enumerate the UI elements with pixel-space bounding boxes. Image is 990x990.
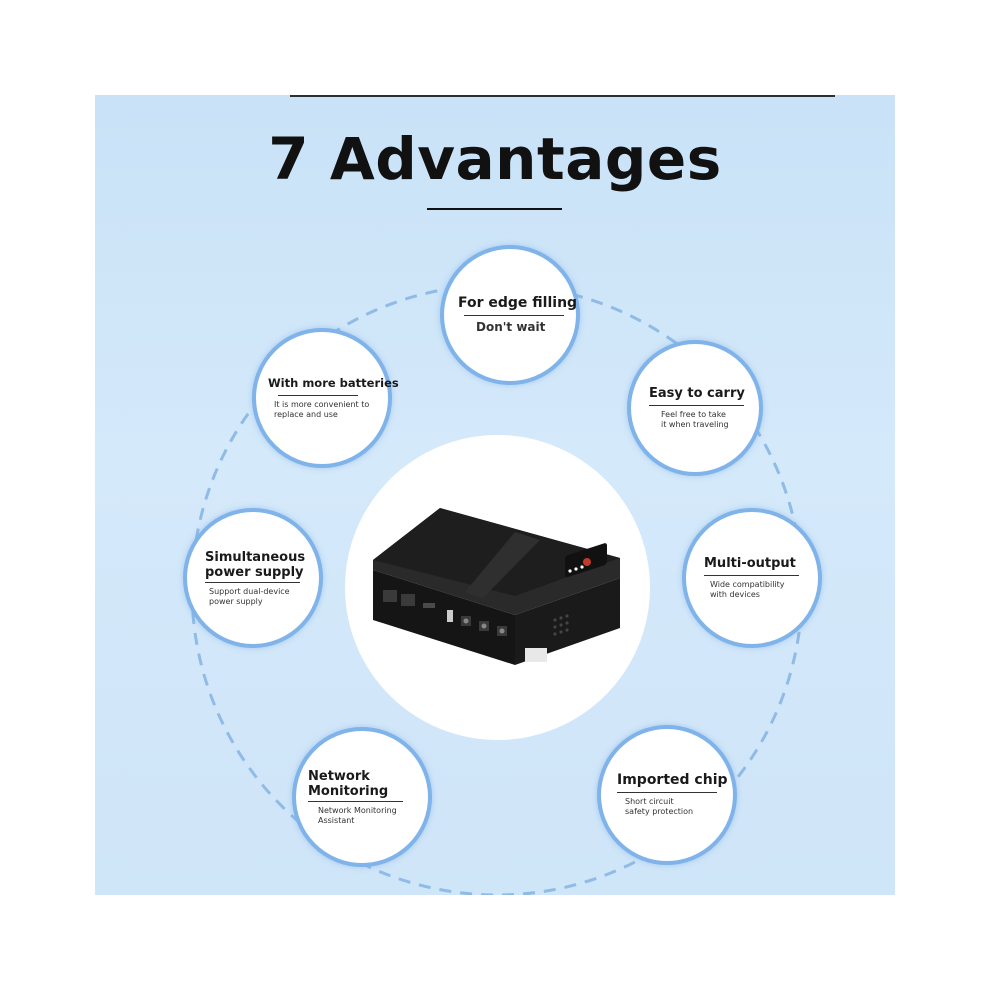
advantage-heading-line2: Monitoring <box>308 783 389 799</box>
advantage-detail-line1: Wide compatibility <box>710 580 785 589</box>
advantage-bubble-edge-filling: For edge filling Don't wait <box>440 245 580 385</box>
advantage-detail-line1: Feel free to take <box>661 410 726 419</box>
advantage-detail-line1: Short circuit <box>625 797 674 806</box>
advantage-heading-line1: Simultaneous <box>205 549 306 565</box>
advantage-bubble-more-batteries: With more batteries It is more convenien… <box>252 328 399 468</box>
advantage-detail-line1: Support dual-device <box>209 586 290 596</box>
advantage-heading: Multi-output <box>704 556 796 571</box>
advantage-bubble-easy-to-carry: Easy to carry Feel free to take it when … <box>627 340 763 476</box>
advantage-detail-line2: it when traveling <box>661 420 729 429</box>
advantage-heading: With more batteries <box>268 376 399 390</box>
advantage-heading-line1: Network <box>308 768 370 784</box>
advantage-heading-line2: power supply <box>205 564 304 580</box>
advantage-heading: Imported chip <box>617 772 728 788</box>
advantage-detail-line1: Network Monitoring <box>318 805 397 815</box>
advantage-detail-line2: power supply <box>209 596 263 606</box>
advantage-bubble-multi-output: Multi-output Wide compatibility with dev… <box>682 508 822 648</box>
page-title: 7 Advantages <box>268 125 722 193</box>
advantage-detail: Don't wait <box>476 320 546 334</box>
top-divider <box>290 95 835 97</box>
advantage-heading: Easy to carry <box>649 386 745 401</box>
advantage-heading: For edge filling <box>458 295 578 311</box>
advantage-detail-line2: Assistant <box>318 815 355 825</box>
title-underline <box>427 208 562 210</box>
advantage-bubble-imported-chip: Imported chip Short circuit safety prote… <box>597 725 737 865</box>
advantage-detail-line2: replace and use <box>274 410 338 419</box>
advantage-detail-line2: safety protection <box>625 807 694 816</box>
advantages-panel: 7 Advantages <box>95 95 895 895</box>
advantage-detail-line2: with devices <box>710 590 760 599</box>
advantage-bubble-simultaneous-power: Simultaneous power supply Support dual-d… <box>183 508 323 648</box>
advantage-detail-line1: It is more convenient to <box>274 400 370 409</box>
advantage-bubble-network-monitoring: Network Monitoring Network Monitoring As… <box>292 727 432 867</box>
mini-ups-device-image <box>373 508 620 665</box>
